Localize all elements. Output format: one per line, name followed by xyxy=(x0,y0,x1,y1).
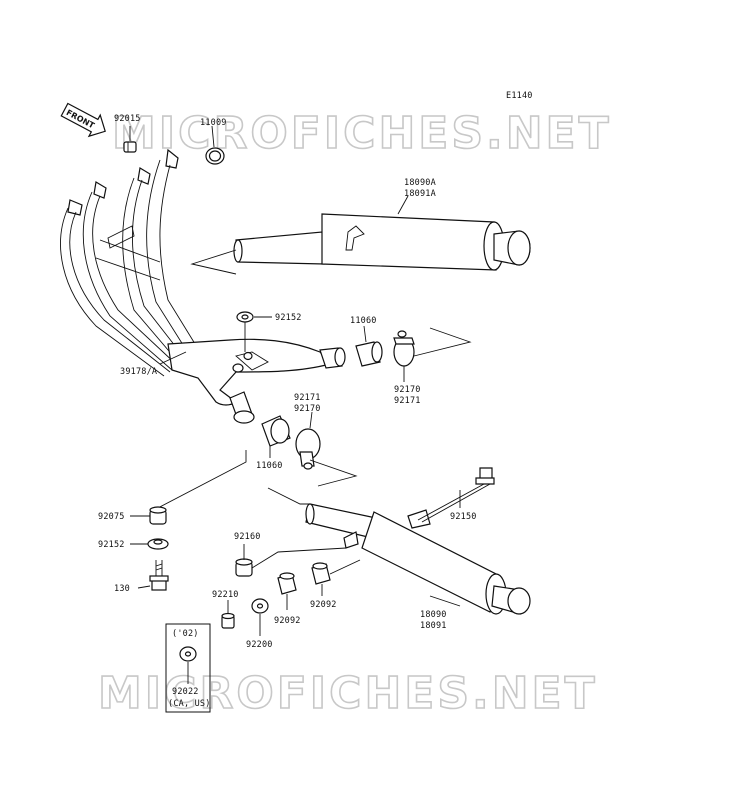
part-130-bolt[interactable] xyxy=(149,560,169,591)
label-18091A: 18091A xyxy=(404,189,436,199)
part-92152-top-grommet[interactable] xyxy=(236,311,254,323)
label-130: 130 xyxy=(114,584,130,594)
label-92022: 92022 xyxy=(172,687,199,697)
leader-18090A-pipe xyxy=(190,249,237,275)
label-92092-b: 92092 xyxy=(310,600,337,610)
part-18090-muffler[interactable] xyxy=(305,503,531,615)
leader-92160-b xyxy=(251,547,347,569)
part-11060-mid-sleeve[interactable] xyxy=(261,415,291,447)
label-92075: 92075 xyxy=(98,512,125,522)
label-11060-mid: 11060 xyxy=(256,461,283,471)
leader-18090-pipe xyxy=(267,487,310,505)
part-92092-damper-a[interactable] xyxy=(277,572,297,595)
leader-130 xyxy=(137,585,151,589)
part-92150-bolt[interactable] xyxy=(417,467,495,523)
label-11009: 11009 xyxy=(200,118,227,128)
part-92160-collar[interactable] xyxy=(235,558,253,577)
leader-11009 xyxy=(211,125,215,148)
label-92170-right: 92170 xyxy=(394,385,421,395)
box-92022 xyxy=(165,623,211,713)
watermark-bottom: MICROFICHES.NET xyxy=(98,668,598,719)
label-92170-mid: 92170 xyxy=(294,404,321,414)
leader-92170-right-arrow xyxy=(413,327,472,357)
watermark-top: MICROFICHES.NET xyxy=(112,108,612,159)
label-02: ('02) xyxy=(172,629,199,639)
leader-18090A xyxy=(397,195,409,215)
label-92152-top: 92152 xyxy=(275,313,302,323)
label-92152-bottom: 92152 xyxy=(98,540,125,550)
part-92152-bottom-washer[interactable] xyxy=(147,538,169,550)
label-18090: 18090 xyxy=(420,610,447,620)
part-92210-nut[interactable] xyxy=(221,612,235,629)
label-18091: 18091 xyxy=(420,621,447,631)
label-92171-right: 92171 xyxy=(394,396,421,406)
part-39178-header-pipes[interactable] xyxy=(60,148,346,424)
leader-down xyxy=(153,450,247,511)
part-92015-nut[interactable] xyxy=(123,141,137,153)
label-11060-top: 11060 xyxy=(350,316,377,326)
part-11060-top-sleeve[interactable] xyxy=(355,341,383,367)
diagram-code: E1140 xyxy=(506,91,533,101)
label-92015: 92015 xyxy=(114,114,141,124)
label-92150: 92150 xyxy=(450,512,477,522)
label-92171-mid: 92171 xyxy=(294,393,321,403)
part-92170-mid-clamp[interactable] xyxy=(295,428,321,470)
label-ca-us: (CA, US) xyxy=(168,699,211,709)
label-92210: 92210 xyxy=(212,590,239,600)
part-92170-right-clamp[interactable] xyxy=(393,330,415,367)
part-18090A-muffler[interactable] xyxy=(233,213,531,271)
label-92092-a: 92092 xyxy=(274,616,301,626)
leader-39178 xyxy=(159,351,187,365)
part-92022-washer[interactable] xyxy=(179,646,197,662)
part-11009-gasket[interactable] xyxy=(205,147,225,165)
part-92092-damper-b[interactable] xyxy=(311,562,331,585)
label-92200: 92200 xyxy=(246,640,273,650)
part-92075-damper[interactable] xyxy=(149,506,167,525)
leader-92170-mid-arrow xyxy=(309,459,358,487)
leader-92092-link xyxy=(329,559,361,575)
part-92200-washer[interactable] xyxy=(251,598,269,614)
leader-92170-mid xyxy=(309,411,313,429)
label-18090A: 18090A xyxy=(404,178,436,188)
front-arrow-icon: FRONT xyxy=(60,102,106,138)
leader-11060-top xyxy=(363,325,367,343)
label-39178A: 39178/A xyxy=(120,367,157,377)
label-92160: 92160 xyxy=(234,532,261,542)
leader-18090 xyxy=(429,595,461,607)
